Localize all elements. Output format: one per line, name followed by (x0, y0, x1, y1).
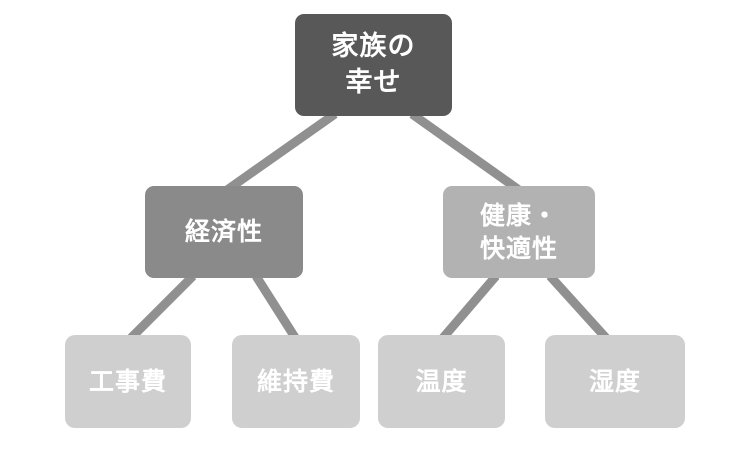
connector-economy-to-maintenance-cost (252, 273, 300, 342)
node-leaf-construction-cost-label: 工事費 (88, 366, 167, 396)
node-root-family-happiness[interactable]: 家族の 幸せ (295, 14, 452, 116)
node-leaf-construction-cost[interactable]: 工事費 (65, 335, 191, 428)
connector-health-to-temperature (438, 273, 500, 342)
node-branch-economy[interactable]: 経済性 (145, 186, 303, 278)
node-branch-health-comfort-label: 健康・ 快適性 (479, 200, 558, 264)
node-leaf-temperature[interactable]: 温度 (378, 335, 505, 428)
node-leaf-humidity[interactable]: 湿度 (545, 335, 685, 428)
node-leaf-temperature-label: 温度 (415, 366, 468, 396)
connector-root-to-economy (224, 110, 338, 194)
connector-economy-to-construction-cost (126, 272, 197, 343)
node-leaf-maintenance-cost[interactable]: 維持費 (232, 335, 360, 428)
node-leaf-maintenance-cost-label: 維持費 (256, 366, 335, 396)
node-leaf-humidity-label: 湿度 (588, 366, 641, 396)
node-branch-health-comfort[interactable]: 健康・ 快適性 (443, 186, 595, 278)
node-branch-economy-label: 経済性 (184, 217, 263, 247)
connector-root-to-health (409, 110, 522, 194)
node-root-label: 家族の 幸せ (331, 30, 416, 98)
connector-health-to-humidity (546, 272, 611, 343)
